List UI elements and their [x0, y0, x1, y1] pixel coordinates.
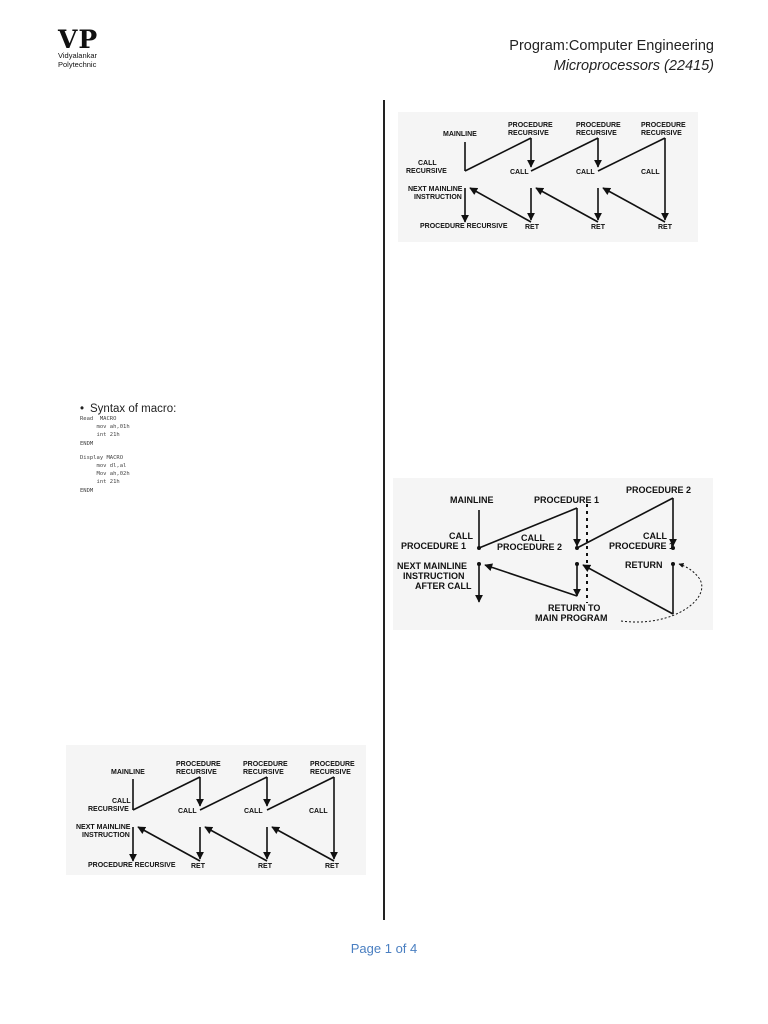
call-label: CALL: [576, 169, 595, 176]
next-mainline-label: INSTRUCTION: [82, 832, 130, 839]
call-label: RECURSIVE: [406, 168, 447, 175]
next-mainline-label: NEXT MAINLINE: [408, 186, 463, 193]
call-label: CALL: [449, 531, 473, 541]
program-title: Program:Computer Engineering: [509, 38, 714, 54]
code-line: Mov ah,02h: [80, 471, 130, 478]
call-label: CALL: [418, 160, 437, 167]
mainline-label: MAINLINE: [443, 131, 477, 138]
call-label: PROCEDURE 1: [609, 541, 674, 551]
next-mainline-label: NEXT MAINLINE: [76, 824, 131, 831]
mainline-label: MAINLINE: [450, 495, 494, 505]
code-line: ENDM: [80, 440, 94, 447]
call-label: CALL: [178, 808, 197, 815]
procedure-label: RECURSIVE: [576, 130, 617, 137]
procedure-label: PROCEDURE: [243, 761, 288, 768]
procedure-recursive-label: PROCEDURE RECURSIVE: [88, 862, 176, 869]
code-line: Display MACRO: [80, 454, 124, 461]
return-to-label: MAIN PROGRAM: [535, 613, 608, 623]
procedure-label: RECURSIVE: [310, 769, 351, 776]
procedure-label: PROCEDURE: [310, 761, 355, 768]
procedure-label: RECURSIVE: [641, 130, 682, 137]
procedure-label: PROCEDURE: [508, 122, 553, 129]
macro-syntax-heading: • Syntax of macro:: [80, 403, 280, 415]
ret-label: RET: [258, 863, 273, 870]
procedure-1-label: PROCEDURE 1: [534, 495, 599, 505]
mainline-label: MAINLINE: [111, 769, 145, 776]
procedure-2-label: PROCEDURE 2: [626, 485, 691, 495]
macro-syntax-block: •Syntax of macro: Read MACRO mov ah,01h …: [80, 403, 280, 495]
procedure-label: RECURSIVE: [508, 130, 549, 137]
recursive-procedure-diagram: MAINLINE PROCEDURE RECURSIVE PROCEDURE R…: [66, 745, 366, 875]
call-label: CALL: [112, 798, 131, 805]
macro-syntax-title: Syntax of macro:: [90, 403, 177, 415]
code-line: Read MACRO: [80, 416, 117, 422]
ret-label: RET: [325, 863, 340, 870]
call-label: PROCEDURE 1: [401, 541, 466, 551]
call-label: CALL: [244, 808, 263, 815]
code-line: mov ah,01h: [80, 424, 130, 431]
page-number: Page 1 of 4: [350, 941, 418, 956]
call-label: CALL: [510, 169, 529, 176]
procedure-label: PROCEDURE: [176, 761, 221, 768]
ret-label: RET: [591, 224, 606, 231]
code-line: ENDM: [80, 487, 94, 494]
procedure-recursive-label: PROCEDURE RECURSIVE: [420, 223, 508, 230]
ret-label: RET: [191, 863, 206, 870]
logo-mark: VP: [58, 25, 99, 54]
course-title: Microprocessors (22415): [553, 58, 714, 74]
code-line: int 21h: [80, 479, 120, 486]
nested-procedure-diagram: MAINLINE PROCEDURE 1 PROCEDURE 2 CALL PR…: [393, 478, 713, 630]
call-label: CALL: [641, 169, 660, 176]
ret-label: RET: [525, 224, 540, 231]
logo-line-1: Vidyalankar: [58, 51, 98, 60]
next-mainline-label: AFTER CALL: [415, 581, 472, 591]
call-label: CALL: [309, 808, 328, 815]
return-to-label: RETURN TO: [548, 603, 600, 613]
return-label: RETURN: [625, 560, 663, 570]
logo-line-2: Polytechnic: [58, 59, 97, 69]
recursive-procedure-diagram: MAINLINE PROCEDURE RECURSIVE PROCEDURE R…: [398, 112, 698, 242]
ret-label: RET: [658, 224, 673, 231]
next-mainline-label: INSTRUCTION: [414, 194, 462, 201]
column-divider: [383, 100, 385, 920]
procedure-label: RECURSIVE: [176, 769, 217, 776]
procedure-label: PROCEDURE: [576, 122, 621, 129]
procedure-label: RECURSIVE: [243, 769, 284, 776]
code-line: mov dl,al: [80, 463, 127, 470]
bullet: •: [80, 403, 85, 415]
call-label: CALL: [643, 531, 667, 541]
call-label: PROCEDURE 2: [497, 542, 562, 552]
call-label: RECURSIVE: [88, 806, 129, 813]
code-line: int 21h: [80, 432, 120, 439]
call-label: CALL: [521, 533, 545, 543]
next-mainline-label: INSTRUCTION: [403, 571, 465, 581]
next-mainline-label: NEXT MAINLINE: [397, 561, 467, 571]
procedure-label: PROCEDURE: [641, 122, 686, 129]
vp-logo: VP Vidyalankar Polytechnic: [58, 25, 118, 69]
